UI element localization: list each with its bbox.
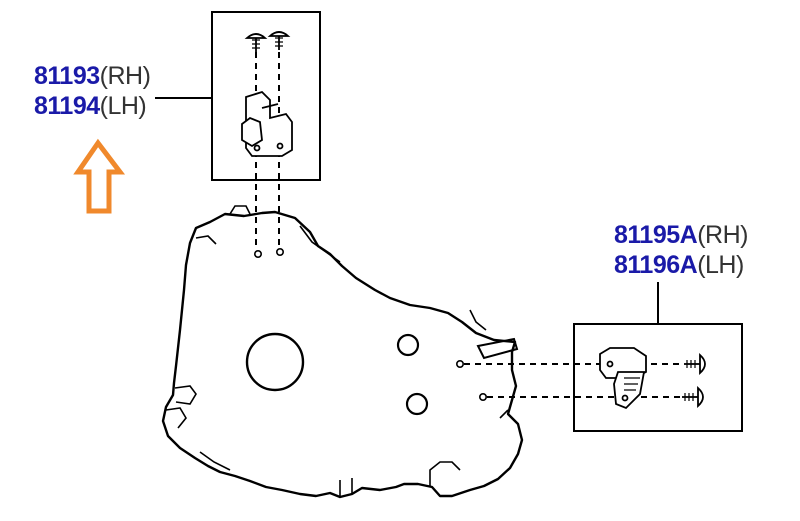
side-label: (RH) <box>697 221 748 249</box>
screw-icon <box>684 352 706 376</box>
side-label: (LH) <box>99 92 147 120</box>
up-arrow-icon <box>73 138 126 214</box>
screw-icon <box>244 33 268 52</box>
detail-box-top <box>211 11 321 181</box>
detail-box-right <box>573 323 743 432</box>
part-number: 81193 <box>34 62 100 90</box>
housing-outline <box>161 210 524 499</box>
mounting-holes <box>254 248 487 401</box>
part-number: 81196A <box>614 251 698 279</box>
callout-81196a: 81196A(LH) <box>614 250 744 280</box>
housing-tab <box>476 337 519 360</box>
bracket-top <box>241 90 293 157</box>
guide-lines-right <box>464 363 684 398</box>
side-label: (LH) <box>697 251 744 279</box>
large-bore <box>245 332 305 392</box>
small-bore-lower <box>405 392 429 416</box>
part-number: 81195A <box>614 221 698 249</box>
side-label: (RH) <box>99 62 151 90</box>
bracket-right <box>599 347 647 410</box>
housing-details <box>165 205 509 497</box>
screw-icon <box>682 385 704 409</box>
part-number: 81194 <box>34 92 100 120</box>
small-bore-upper <box>396 333 420 357</box>
callout-81193: 81193(RH) <box>34 61 151 91</box>
callout-81195a: 81195A(RH) <box>614 220 748 250</box>
screw-icon <box>267 31 291 50</box>
callout-81194: 81194(LH) <box>34 91 147 121</box>
